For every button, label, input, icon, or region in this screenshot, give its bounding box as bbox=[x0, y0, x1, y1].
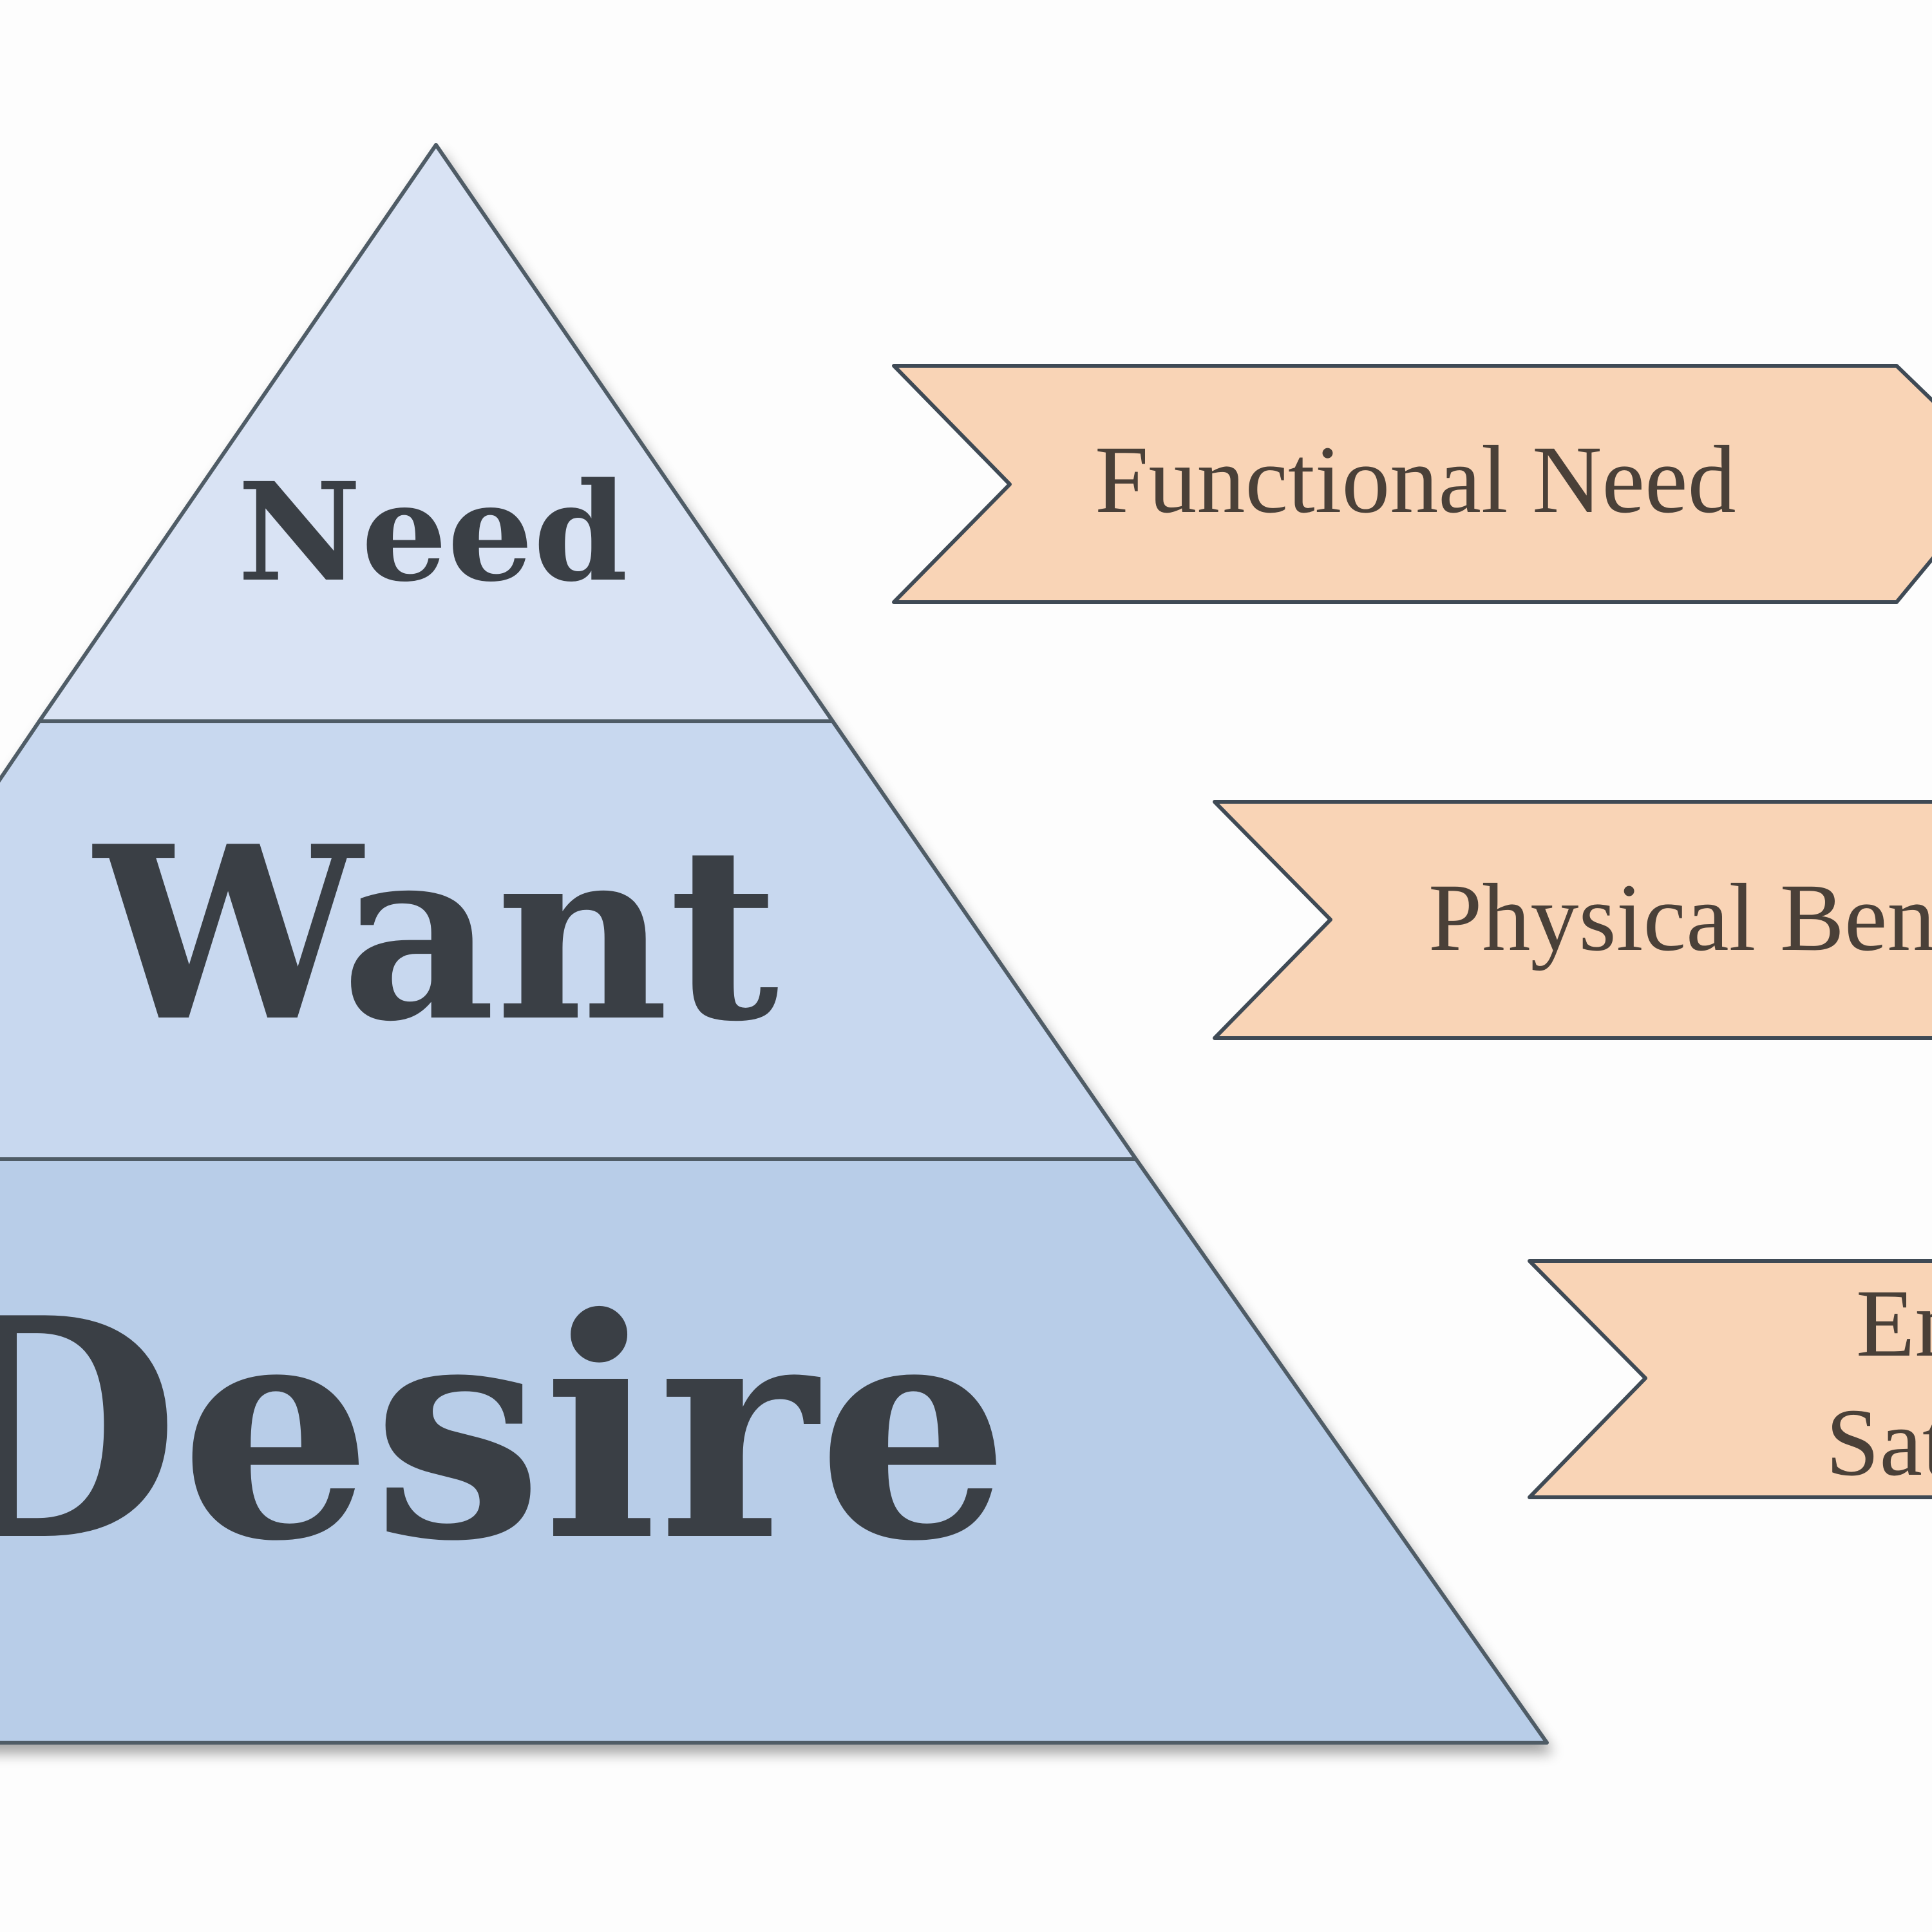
tier-want-label: Want bbox=[91, 795, 781, 1074]
tag-emotional-satisfaction-line1: Emotional bbox=[1856, 1270, 1932, 1377]
tag-physical-benefit-shape bbox=[1213, 800, 1932, 1040]
tier-desire-shape bbox=[0, 1157, 1549, 1745]
tag-emotional-satisfaction-shape bbox=[1528, 1259, 1932, 1499]
tag-functional-need-shape bbox=[892, 364, 1932, 604]
tier-need-label: Need bbox=[238, 453, 628, 612]
tag-physical-benefit-label: Physical Benefit bbox=[1428, 864, 1932, 971]
pyramid bbox=[0, 143, 1549, 1745]
tag-functional-need: Functional Need bbox=[892, 364, 1932, 604]
tag-physical-benefit: Physical Benefit bbox=[1213, 800, 1932, 1040]
tag-emotional-satisfaction: Emotional Satisfaction bbox=[1528, 1259, 1932, 1499]
tag-emotional-satisfaction-line2: Satisfaction bbox=[1826, 1389, 1932, 1496]
tier-desire-label: Desire bbox=[0, 1252, 1010, 1607]
tier-need-shape bbox=[37, 143, 835, 723]
tag-functional-need-label: Functional Need bbox=[1095, 426, 1736, 533]
